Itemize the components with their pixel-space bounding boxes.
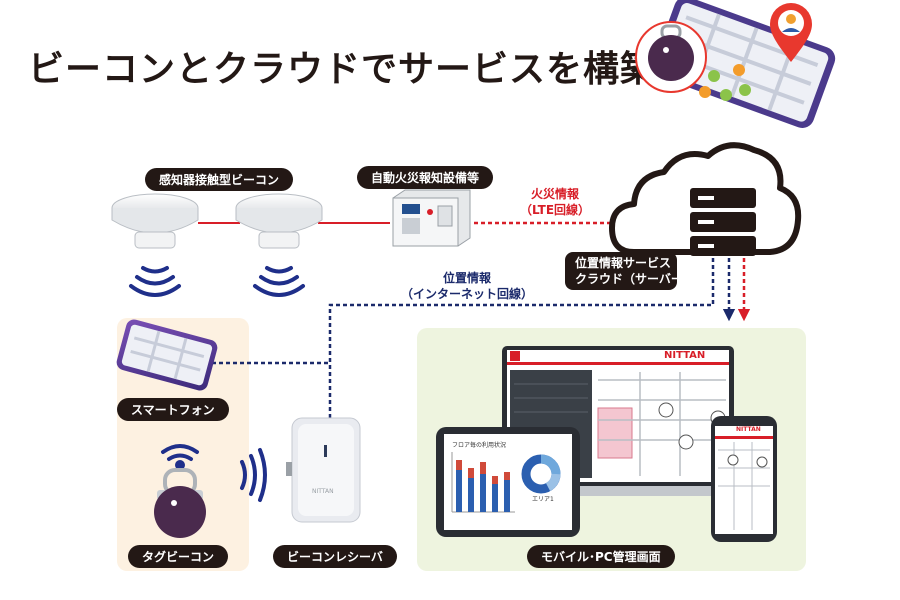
tag-beacon-label: タグビーコン: [128, 545, 229, 568]
smoke-detector-1: [111, 193, 199, 249]
small-pins: [699, 64, 751, 101]
beacon-receiver-label: ビーコンレシーバ: [273, 545, 397, 568]
lte-text: （LTE回線）: [519, 203, 591, 218]
beacon-receiver-device: [286, 417, 361, 523]
cloud-service-label: 位置情報サービス クラウド（サーバー）: [565, 252, 695, 291]
smoke-detector-2: [235, 193, 323, 249]
location-info-label: 位置情報 （インターネット回線）: [392, 270, 542, 302]
cloud-service-line-1: 位置情報サービス: [575, 256, 672, 270]
fire-info-text: 火災情報: [530, 187, 579, 201]
cloud-server-icon: [609, 142, 802, 256]
location-info-text: 位置情報: [442, 271, 491, 285]
mobile-pc-label: モバイル･PC管理画面: [527, 545, 675, 568]
location-info-line: [328, 258, 715, 420]
page-title: ビーコンとクラウドでサービスを構築: [28, 49, 658, 90]
map-phone-illustration: [635, 0, 836, 128]
signal-wave-icon: [129, 266, 181, 297]
wifi-signal-icon: [161, 444, 199, 470]
tag-beacon-badge-icon: [635, 21, 707, 93]
receiver-brand: NITTAN: [312, 488, 334, 495]
cloud-service-line-2: クラウド（サーバー）: [575, 272, 695, 287]
smoke-detector-label: 感知器接触型ビーコン: [145, 168, 294, 191]
laptop-brand: NITTAN: [664, 350, 706, 361]
signal-wave-icon: [240, 448, 267, 502]
tablet-bar-chart: [451, 452, 515, 513]
tag-beacon-device: [154, 468, 206, 538]
internet-text: （インターネット回線）: [400, 287, 533, 302]
fire-info-label: 火災情報 （LTE回線）: [505, 186, 605, 218]
tablet-chart-title: フロア毎の利用状況: [452, 442, 507, 449]
smartphone-label: スマートフォン: [117, 398, 229, 421]
fire-alarm-label: 自動火災報知設備等: [357, 166, 494, 189]
tablet-area-label: エリア1: [532, 496, 554, 503]
tablet-donut-chart: [521, 454, 561, 494]
signal-wave-icon: [253, 266, 305, 297]
mobile-brand: NITTAN: [736, 426, 761, 433]
mobile-phone-illustration: [711, 416, 777, 542]
smartphone-illustration: [116, 319, 218, 391]
map-pin-icon: [770, 3, 812, 62]
fire-alarm-panel: [392, 189, 471, 247]
tablet-illustration: [436, 427, 580, 537]
